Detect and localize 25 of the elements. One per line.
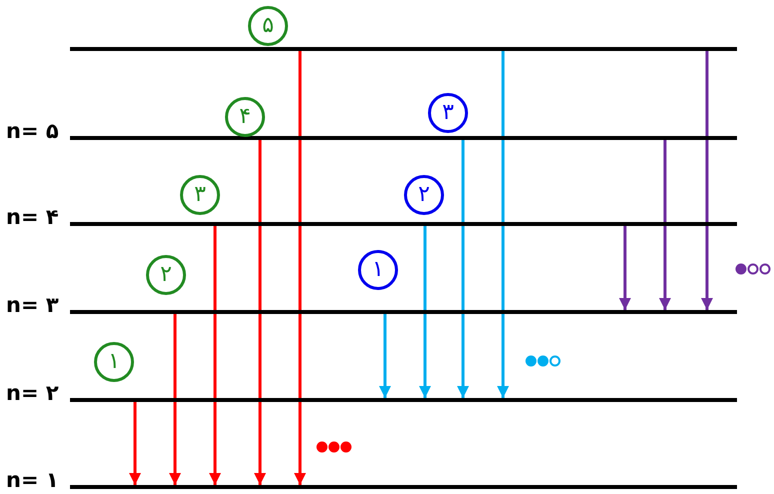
circled-number: ۱ [94, 342, 134, 382]
level-label: n= ۵ [6, 118, 59, 144]
level-label: n= ۲ [6, 380, 59, 406]
transition-arrow [209, 226, 221, 485]
level-label: n= ۴ [6, 204, 59, 230]
transition-arrow [294, 51, 306, 485]
transition-arrow [254, 140, 266, 485]
circled-number: ۴ [225, 97, 265, 137]
circled-number: ۳ [428, 93, 468, 133]
transition-arrow [619, 226, 631, 310]
transition-arrow [129, 402, 141, 485]
transition-arrow [169, 314, 181, 485]
transition-arrow [419, 226, 431, 398]
transition-arrow [659, 140, 671, 310]
circled-number: ۲ [404, 175, 444, 215]
transition-arrow [457, 140, 469, 398]
circled-number: ۱ [358, 250, 398, 290]
level-label: n= ۱ [6, 467, 59, 493]
transition-arrow [497, 51, 509, 398]
circled-number: ۵ [248, 6, 288, 46]
circled-number: ۳ [180, 175, 220, 215]
circled-number: ۲ [146, 255, 186, 295]
transition-arrow [379, 314, 391, 398]
level-label: n= ۳ [6, 292, 59, 318]
transition-arrow [701, 51, 713, 310]
